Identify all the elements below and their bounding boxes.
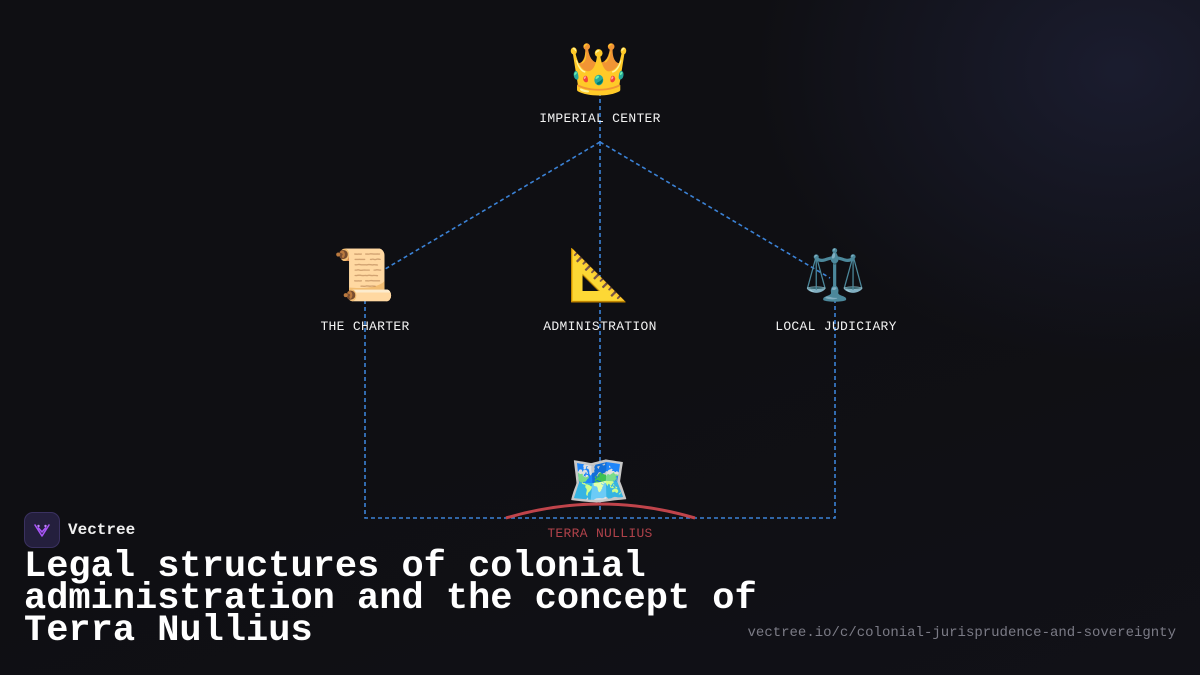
connector-center-to-judiciary (599, 141, 831, 279)
world-map-icon: 🗺️ (567, 452, 631, 510)
node-label-local-judiciary: LOCAL JUDICIARY (775, 319, 897, 334)
balance-scale-icon: ⚖️ (803, 246, 867, 304)
node-label-imperial-center: IMPERIAL CENTER (539, 111, 661, 126)
connector-center-to-charter (379, 141, 601, 273)
scroll-icon: 📜 (332, 246, 396, 304)
connector-charter-to-base (364, 300, 836, 519)
node-label-terra-nullius: TERRA NULLIUS (547, 526, 653, 541)
brand[interactable]: Vectree (24, 512, 135, 548)
crown-icon: 👑 (567, 40, 631, 98)
node-label-administration: ADMINISTRATION (543, 319, 657, 334)
page-title: Legal structures of colonial administrat… (24, 546, 757, 652)
vectree-logo-icon (24, 512, 60, 548)
terra-nullius-arc (505, 502, 696, 520)
brand-name: Vectree (68, 521, 136, 539)
triangular-ruler-icon: 📐 (567, 246, 631, 304)
node-label-the-charter: THE CHARTER (320, 319, 410, 334)
source-url[interactable]: vectree.io/c/colonial-jurisprudence-and-… (747, 625, 1176, 641)
